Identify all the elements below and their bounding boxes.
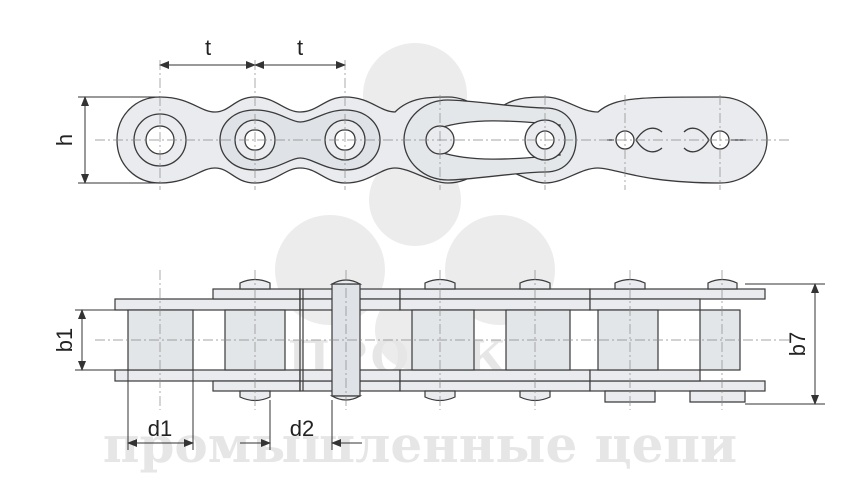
outer-plate-top-1 xyxy=(114,298,301,311)
inner-plate-top-4 xyxy=(589,298,701,311)
pin-head-bottom-3 xyxy=(519,390,551,402)
pin-head-bottom-1 xyxy=(239,390,271,402)
centerlines-top xyxy=(95,60,790,190)
inner-plate-top-3 xyxy=(399,298,591,311)
pin-head-bottom-2 xyxy=(424,390,456,402)
overall-width-dimension xyxy=(745,283,825,405)
outer-plate-bottom-3 xyxy=(399,380,591,392)
inner-plate-bottom-1 xyxy=(212,380,301,392)
outer-plate-top-4 xyxy=(589,288,766,300)
inner-plate-top-1 xyxy=(212,288,301,300)
outer-plate-top-3 xyxy=(399,288,591,300)
outer-plate-bottom-4 xyxy=(589,380,766,392)
height-dimension xyxy=(78,96,160,184)
height-label: h xyxy=(52,134,77,146)
inner-width-dimension xyxy=(75,309,128,371)
pin-head-top-5 xyxy=(707,278,738,290)
pitch-label-1: t xyxy=(205,35,211,60)
centerlines-bottom xyxy=(95,270,790,410)
pin-diameter-label: d2 xyxy=(290,416,314,441)
pin-diameter-dimension xyxy=(240,400,362,450)
outer-plate-bottom-1 xyxy=(114,369,301,382)
roller-diameter-dimension xyxy=(127,370,194,450)
inner-width-label: b1 xyxy=(52,328,77,352)
connecting-pin-head-top xyxy=(329,279,363,285)
overall-width-label: b7 xyxy=(785,332,810,356)
pin-head-bottom-5 xyxy=(689,390,746,403)
roller-diameter-label: d1 xyxy=(148,416,172,441)
inner-plate-bottom-4 xyxy=(589,369,701,382)
watermark-tagline: промышленные цепи xyxy=(103,415,737,474)
inner-plate-bottom-3 xyxy=(399,369,591,382)
pitch-label-2: t xyxy=(297,35,303,60)
